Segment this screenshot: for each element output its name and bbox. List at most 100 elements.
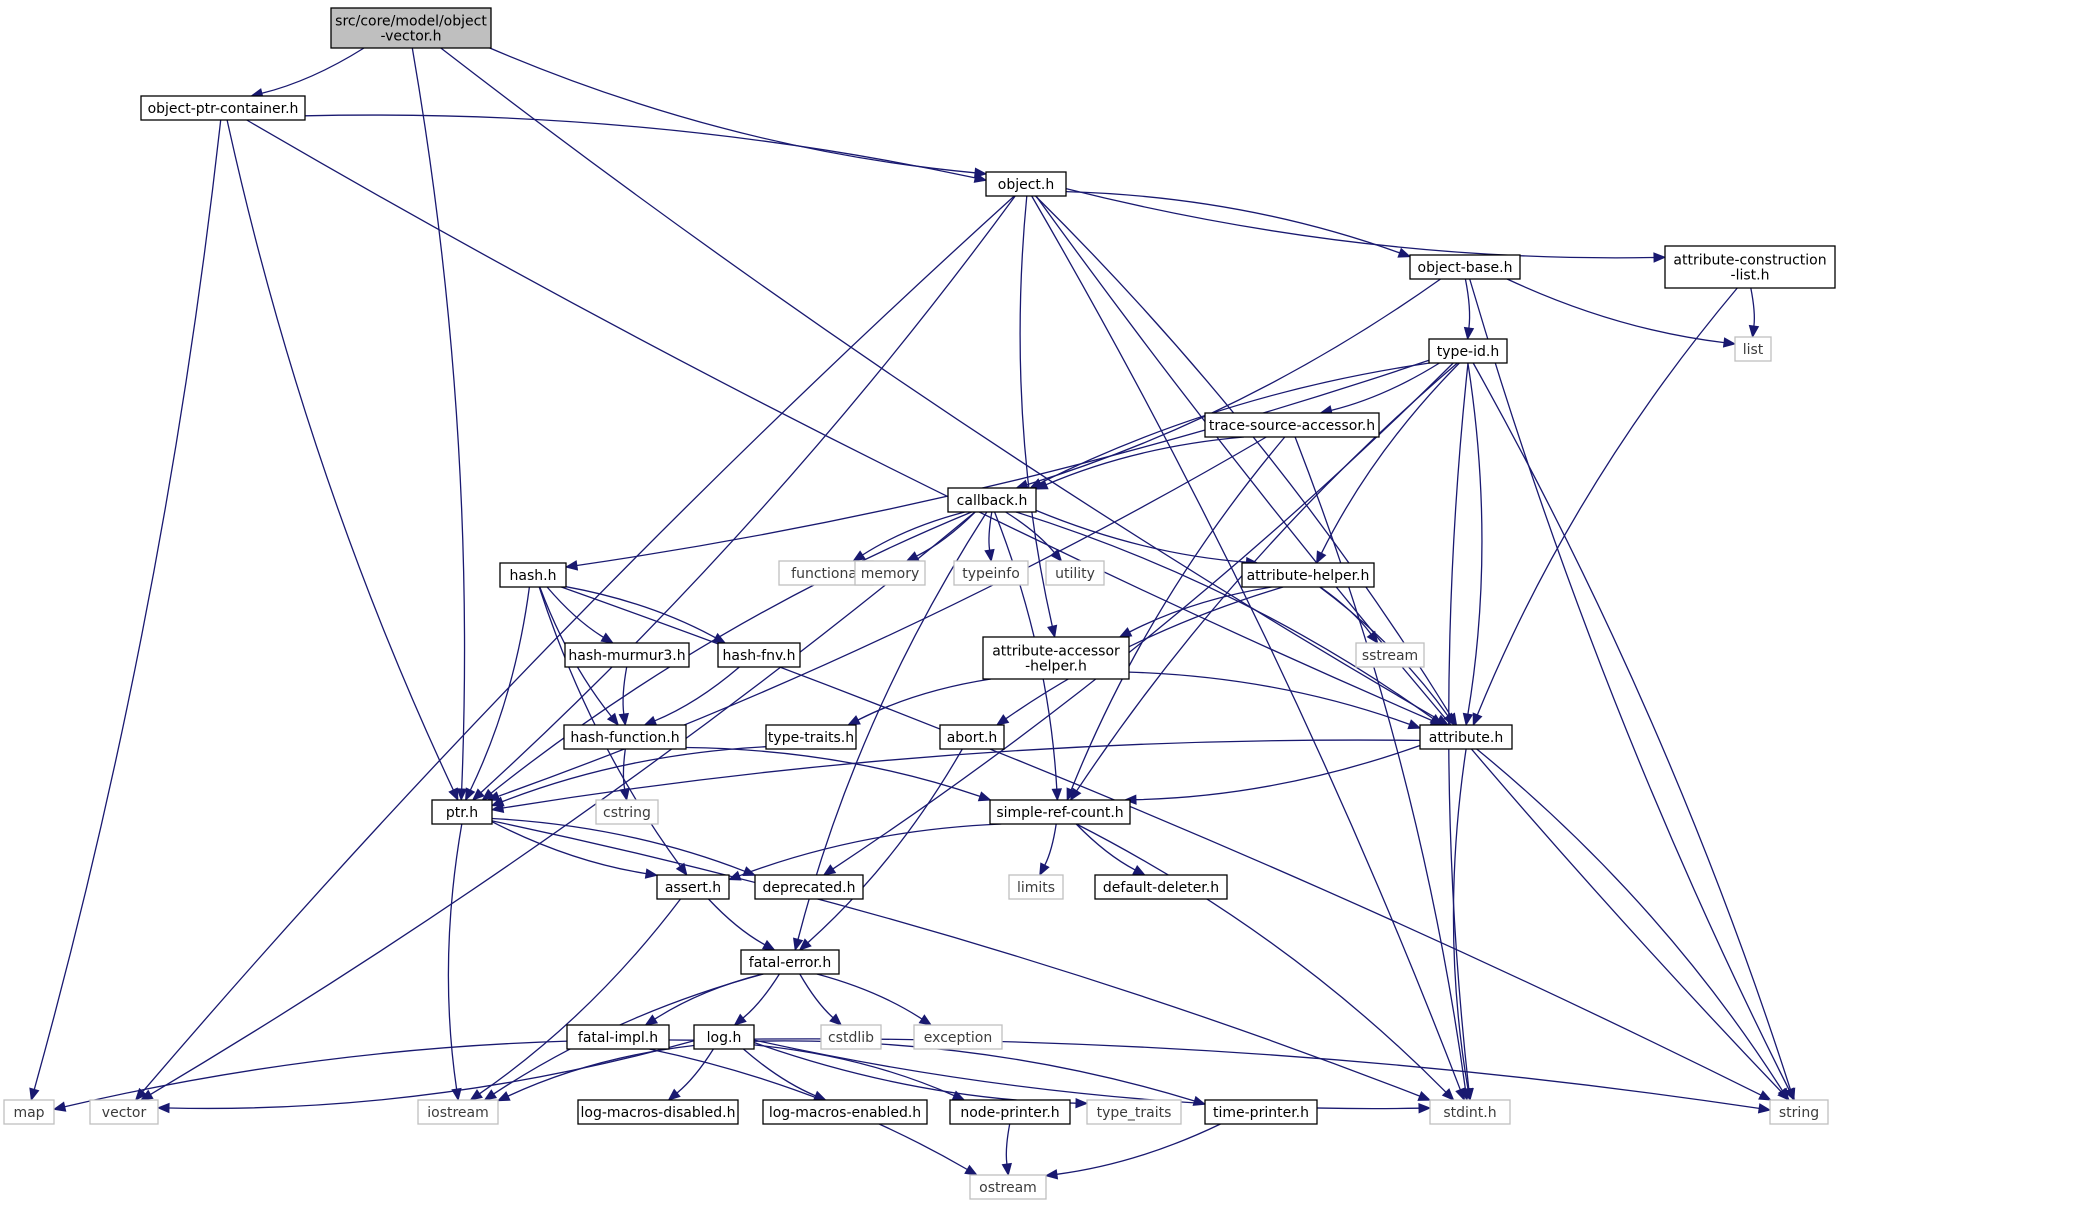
- node-label: attribute-accessor: [992, 644, 1120, 660]
- arrowhead-icon: [667, 1088, 681, 1101]
- node-ahelper[interactable]: attribute-helper.h: [1241, 562, 1375, 588]
- node-box: [330, 7, 492, 49]
- arrowhead-icon: [973, 172, 988, 183]
- edge-line: [502, 746, 767, 803]
- edge-ahelper-to-abort: [995, 586, 1284, 726]
- node-defdel[interactable]: default-deleter.h: [1094, 874, 1228, 900]
- node-fatalimpl[interactable]: fatal-impl.h: [566, 1024, 670, 1050]
- node-box: [1008, 874, 1064, 900]
- node-tprinter[interactable]: time-printer.h: [1204, 1099, 1318, 1125]
- edge-log-to-lme: [742, 1048, 827, 1101]
- edge-line: [1065, 190, 1400, 254]
- node-label: default-deleter.h: [1103, 880, 1219, 896]
- arrowhead-icon: [1758, 1090, 1772, 1101]
- node-box: [969, 1174, 1047, 1200]
- edge-ahelper-to-sstream: [1319, 586, 1379, 645]
- arrowhead-icon: [1472, 712, 1483, 727]
- edge-line: [1039, 362, 1430, 484]
- node-lmd[interactable]: log-macros-disabled.h: [577, 1099, 739, 1125]
- edge-fatal-to-log: [733, 973, 780, 1026]
- node-lme[interactable]: log-macros-enabled.h: [762, 1099, 928, 1125]
- edge-line: [1005, 1123, 1011, 1165]
- node-label: attribute-construction: [1673, 253, 1826, 269]
- arrowhead-icon: [733, 1013, 747, 1026]
- node-hfunc[interactable]: hash-function.h: [563, 724, 687, 750]
- node-label: type-traits.h: [768, 730, 854, 746]
- edge-typeid-to-attr: [1462, 362, 1483, 727]
- edge-acl-to-list: [1748, 287, 1760, 339]
- arrowhead-icon: [469, 1089, 483, 1101]
- node-box: [1204, 412, 1380, 438]
- node-tsa[interactable]: trace-source-accessor.h: [1204, 412, 1380, 438]
- edge-line: [807, 748, 963, 944]
- edge-line: [489, 47, 976, 174]
- edge-line: [1026, 278, 1441, 486]
- edge-line: [565, 586, 716, 639]
- node-murmur[interactable]: hash-murmur3.h: [564, 642, 690, 668]
- arrowhead-icon: [727, 870, 742, 881]
- edge-line: [1472, 362, 1792, 1090]
- edge-line: [916, 511, 976, 557]
- node-ptr[interactable]: ptr.h: [431, 799, 493, 825]
- node-box: [1429, 1099, 1511, 1125]
- node-acl[interactable]: attribute-construction-list.h: [1664, 245, 1836, 289]
- arrowhead-icon: [1757, 1103, 1772, 1114]
- node-label: -vector.h: [380, 29, 441, 45]
- node-label: -list.h: [1731, 268, 1770, 284]
- arrowhead-icon: [465, 787, 476, 802]
- node-box: [566, 1024, 670, 1050]
- arrowhead-icon: [1366, 630, 1379, 645]
- node-typeid[interactable]: type-id.h: [1428, 338, 1508, 364]
- edge-line: [261, 47, 365, 94]
- node-box: [1094, 874, 1228, 900]
- node-main[interactable]: src/core/model/object-vector.h: [330, 7, 492, 49]
- node-fatal[interactable]: fatal-error.h: [740, 949, 840, 975]
- node-label: vector: [102, 1105, 147, 1121]
- edge-line: [1076, 823, 1447, 1093]
- node-box: [499, 562, 567, 588]
- node-nprinter[interactable]: node-printer.h: [949, 1099, 1071, 1125]
- node-label: fatal-error.h: [749, 955, 831, 971]
- node-callback[interactable]: callback.h: [947, 487, 1037, 513]
- edge-line: [862, 511, 965, 556]
- edge-obj-to-objbase: [1065, 190, 1412, 258]
- node-obj[interactable]: object.h: [985, 171, 1067, 197]
- node-box: [947, 487, 1037, 513]
- node-label: string: [1779, 1105, 1819, 1121]
- edge-line: [226, 119, 454, 791]
- arrowhead-icon: [52, 1101, 67, 1112]
- arrowhead-icon: [606, 712, 620, 727]
- edge-line: [1019, 195, 1053, 627]
- arrowhead-icon: [456, 788, 467, 802]
- node-label: utility: [1055, 566, 1095, 582]
- edge-attr-to-ptr: [490, 739, 1421, 814]
- node-abort[interactable]: abort.h: [939, 724, 1005, 750]
- arrowhead-icon: [448, 787, 459, 802]
- node-string: string: [1769, 1099, 1829, 1125]
- arrowhead-icon: [1316, 550, 1327, 565]
- edge-main-to-obj: [489, 47, 988, 178]
- node-aah[interactable]: attribute-accessor-helper.h: [982, 636, 1130, 680]
- node-deprecated[interactable]: deprecated.h: [754, 874, 864, 900]
- node-assert[interactable]: assert.h: [656, 874, 730, 900]
- edge-line: [739, 823, 1002, 877]
- edge-ptr-to-assert: [491, 821, 659, 879]
- node-memory: memory: [854, 560, 926, 586]
- node-sstream: sstream: [1355, 642, 1425, 668]
- node-fnv[interactable]: hash-fnv.h: [717, 642, 801, 668]
- node-label: log.h: [707, 1030, 742, 1046]
- arrowhead-icon: [29, 1087, 40, 1102]
- node-attr[interactable]: attribute.h: [1419, 724, 1513, 750]
- arrowhead-icon: [1051, 788, 1063, 802]
- arrowhead-icon: [1653, 252, 1667, 263]
- node-log[interactable]: log.h: [693, 1024, 755, 1050]
- edge-abort-to-fatal: [798, 748, 963, 951]
- node-hash[interactable]: hash.h: [499, 562, 567, 588]
- node-optr[interactable]: object-ptr-container.h: [140, 95, 306, 121]
- node-src[interactable]: simple-ref-count.h: [989, 799, 1131, 825]
- node-ttraits[interactable]: type-traits.h: [765, 724, 857, 750]
- node-objbase[interactable]: object-base.h: [1409, 254, 1521, 280]
- node-box: [656, 874, 730, 900]
- node-label: time-printer.h: [1213, 1105, 1309, 1121]
- node-box: [1241, 562, 1375, 588]
